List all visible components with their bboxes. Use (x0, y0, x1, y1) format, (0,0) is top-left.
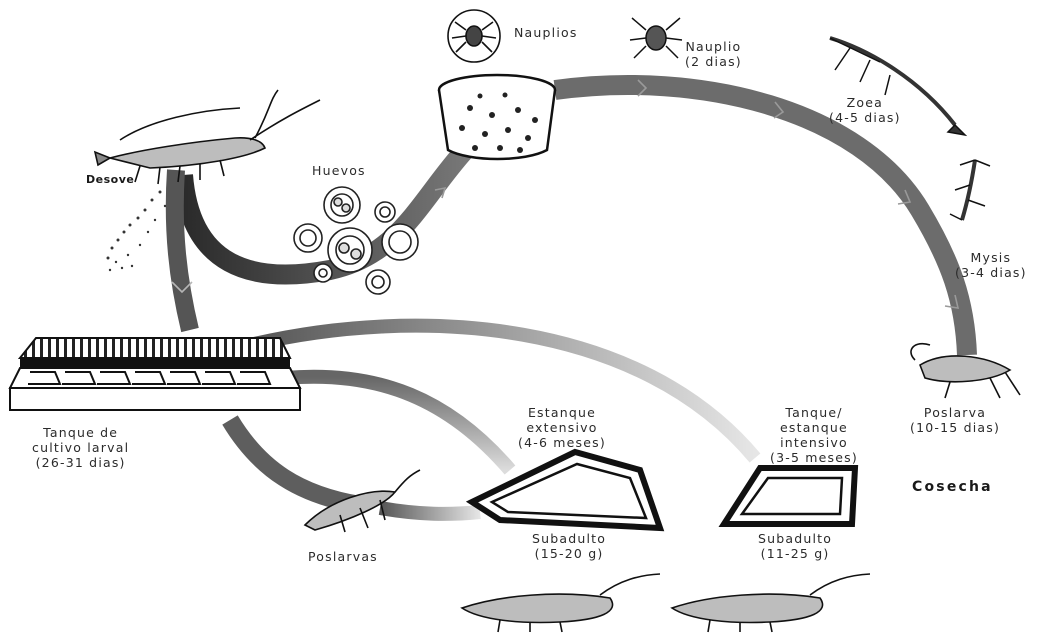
label-desove: Desove (86, 172, 134, 187)
label-nauplio: Nauplio(2 dias) (685, 39, 742, 69)
nauplios-icon (448, 10, 500, 62)
arrow-tanque-to-tanque-intensivo (250, 326, 755, 458)
label-huevos: Huevos (312, 163, 366, 178)
nauplio-icon (630, 18, 682, 58)
label-poslarvas: Poslarvas (308, 549, 378, 564)
label-poslarva: Poslarva(10-15 dias) (910, 405, 1000, 435)
label-mysis: Mysis(3-4 dias) (955, 250, 1027, 280)
arrow-nauplios-to-poslarva (555, 85, 967, 355)
arrow-tanque-to-estanque-extensivo (285, 377, 510, 470)
camaron-adulto-icon (95, 90, 320, 184)
subadulto-2-icon (672, 574, 870, 632)
label-subadulto-1: Subadulto(15-20 g) (532, 531, 606, 561)
arrow-tanque-to-poslarvas (230, 420, 360, 505)
arrow-poslarvas-to-estanque (380, 508, 480, 514)
label-zoea: Zoea(4-5 dias) (829, 95, 901, 125)
tanque-larval-icon (10, 338, 300, 410)
label-subadulto-2: Subadulto(11-25 g) (758, 531, 832, 561)
subadulto-1-icon (462, 574, 660, 632)
desove-particles (107, 191, 167, 272)
tanque-intensivo-icon (724, 468, 855, 524)
cubeta-nauplios-icon (439, 75, 555, 159)
label-cosecha: Cosecha (912, 480, 993, 495)
label-nauplios: Nauplios (514, 25, 578, 40)
mysis-icon (950, 160, 990, 220)
